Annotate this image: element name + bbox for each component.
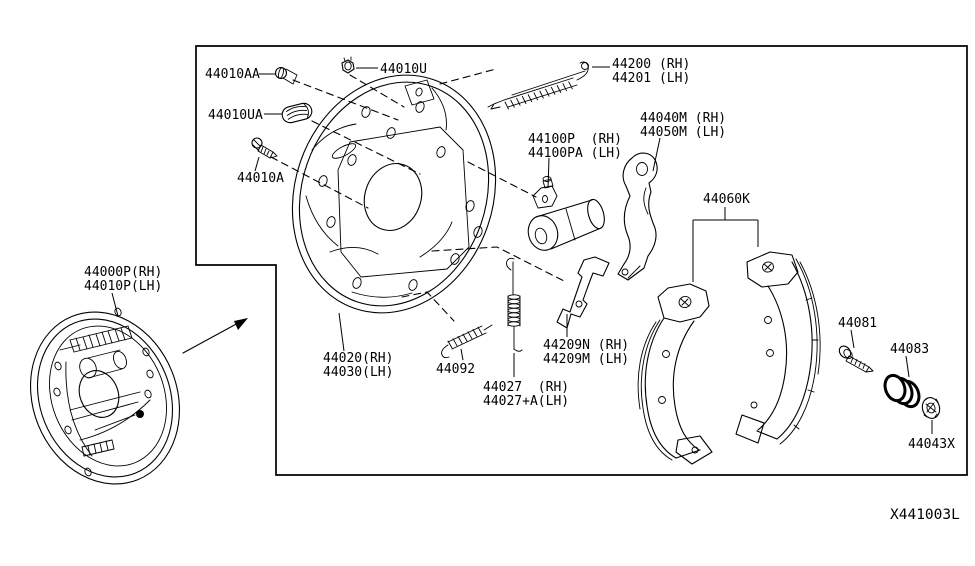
spring-44083-drawing (883, 373, 921, 409)
frame-border (195, 45, 968, 476)
screw-44010A-drawing (251, 137, 278, 159)
adjuster-strut-drawing (556, 256, 610, 329)
part-label-44000P: 44000P(RH)44010P(LH) (84, 265, 162, 294)
return-spring-44200-drawing (487, 61, 589, 110)
part-label-44092: 44092 (436, 362, 475, 377)
part-label-44027: 44027 (RH)44027+A(LH) (483, 380, 569, 409)
adjuster-spring-drawing (441, 324, 493, 359)
part-label-44043X: 44043X (908, 437, 955, 452)
part-label-44010A: 44010A (237, 171, 284, 186)
labels-layer: 44010AA 44010U 44010UA 44010A 44200 (RH)4420… (84, 57, 955, 452)
part-label-44209N: 44209N (RH)44209M (LH) (543, 338, 629, 367)
part-label-44083: 44083 (890, 342, 929, 357)
part-label-44010UA: 44010UA (208, 108, 263, 123)
plug-44010UA-drawing (281, 102, 313, 124)
dashed-leader-lines (270, 68, 567, 322)
part-label-44010AA: 44010AA (205, 67, 260, 82)
rear-brake-assembly-drawing (29, 307, 181, 485)
grommet-44010AA-drawing (274, 66, 298, 85)
brake-shoe-right-drawing (735, 251, 821, 445)
part-label-44200: 44200 (RH)44201 (LH) (612, 57, 690, 86)
part-label-44010U: 44010U (380, 62, 427, 77)
wheel-cylinder-drawing (527, 176, 605, 251)
backing-plate-drawing (291, 74, 497, 314)
direction-arrow (182, 318, 248, 354)
bolt-44081-drawing (838, 345, 874, 373)
brake-shoe-left-drawing (637, 283, 713, 465)
nut-44043X-drawing (921, 397, 941, 419)
part-label-44040M: 44040M (RH)44050M (LH) (640, 111, 726, 140)
parking-brake-lever-drawing (617, 152, 658, 281)
part-label-44060K: 44060K (703, 192, 750, 207)
diagram-code: X441003L (890, 507, 960, 523)
part-label-44020: 44020(RH)44030(LH) (323, 351, 393, 380)
nut-44010U-drawing (341, 56, 355, 74)
shoe-return-spring-drawing (506, 257, 523, 352)
part-label-44100P: 44100P (RH)44100PA (LH) (528, 132, 622, 161)
label-leader-lines (111, 66, 933, 434)
part-label-44081: 44081 (838, 316, 877, 331)
